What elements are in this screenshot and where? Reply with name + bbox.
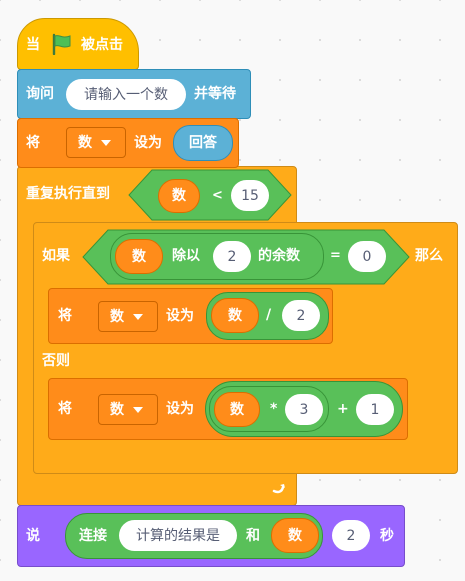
less-than-operator: < bbox=[212, 188, 223, 203]
multiply-right-input[interactable]: 3 bbox=[285, 394, 323, 425]
mod-label: 除以 bbox=[172, 248, 200, 264]
multiply-operator: * bbox=[270, 401, 278, 417]
repeat-cond-var[interactable]: 数 bbox=[158, 179, 200, 213]
say-secs-input[interactable]: 2 bbox=[332, 520, 370, 551]
multiply-left-var[interactable]: 数 bbox=[214, 392, 260, 427]
set-half-to-label: 设为 bbox=[166, 308, 194, 324]
set-answer-variable-dropdown[interactable]: 数 bbox=[66, 127, 126, 158]
set-half-variable-dropdown[interactable]: 数 bbox=[98, 301, 158, 332]
equals-operator: = bbox=[330, 248, 341, 263]
set-triple-variable: 数 bbox=[110, 401, 124, 418]
ask-question-input[interactable]: 请输入一个数 bbox=[66, 79, 186, 110]
set-half-variable: 数 bbox=[110, 308, 124, 325]
loop-arrow-icon bbox=[272, 484, 285, 494]
and-label: 和 bbox=[246, 528, 260, 544]
ask-label: 询问 bbox=[26, 86, 54, 102]
mod-divisor-input[interactable]: 2 bbox=[213, 241, 251, 272]
then-label: 那么 bbox=[415, 248, 443, 264]
chevron-down-icon bbox=[133, 406, 143, 413]
add-right-input[interactable]: 1 bbox=[356, 394, 394, 425]
join-text-input[interactable]: 计算的结果是 bbox=[119, 520, 237, 551]
repeat-until-label: 重复执行直到 bbox=[26, 186, 110, 202]
chevron-down-icon bbox=[133, 313, 143, 320]
set-answer-label: 将 bbox=[26, 135, 40, 151]
say-label: 说 bbox=[26, 528, 40, 544]
join-label: 连接 bbox=[79, 528, 107, 544]
mod-left-var[interactable]: 数 bbox=[115, 239, 163, 274]
set-half-label: 将 bbox=[58, 308, 72, 324]
if-label: 如果 bbox=[42, 248, 70, 264]
remainder-label: 的余数 bbox=[258, 248, 300, 264]
add-operator: + bbox=[337, 401, 349, 417]
set-triple-label: 将 bbox=[58, 401, 72, 417]
divide-right-input[interactable]: 2 bbox=[282, 300, 320, 331]
green-flag-icon bbox=[52, 33, 71, 55]
chevron-down-icon bbox=[101, 139, 111, 146]
repeat-cond-value[interactable]: 15 bbox=[231, 180, 269, 211]
clicked-label: 被点击 bbox=[81, 37, 123, 53]
equals-rhs-input[interactable]: 0 bbox=[348, 241, 386, 272]
divide-operator: / bbox=[266, 307, 272, 323]
set-answer-variable: 数 bbox=[78, 134, 92, 151]
else-label: 否则 bbox=[42, 353, 70, 369]
when-label: 当 bbox=[26, 37, 40, 53]
wait-label: 并等待 bbox=[194, 86, 236, 102]
set-triple-to-label: 设为 bbox=[166, 401, 194, 417]
secs-label: 秒 bbox=[380, 528, 394, 544]
join-var-reporter[interactable]: 数 bbox=[271, 518, 319, 553]
set-answer-to-label: 设为 bbox=[134, 135, 162, 151]
answer-reporter[interactable]: 回答 bbox=[173, 125, 233, 161]
divide-left-var[interactable]: 数 bbox=[211, 298, 259, 333]
set-triple-variable-dropdown[interactable]: 数 bbox=[98, 394, 158, 425]
